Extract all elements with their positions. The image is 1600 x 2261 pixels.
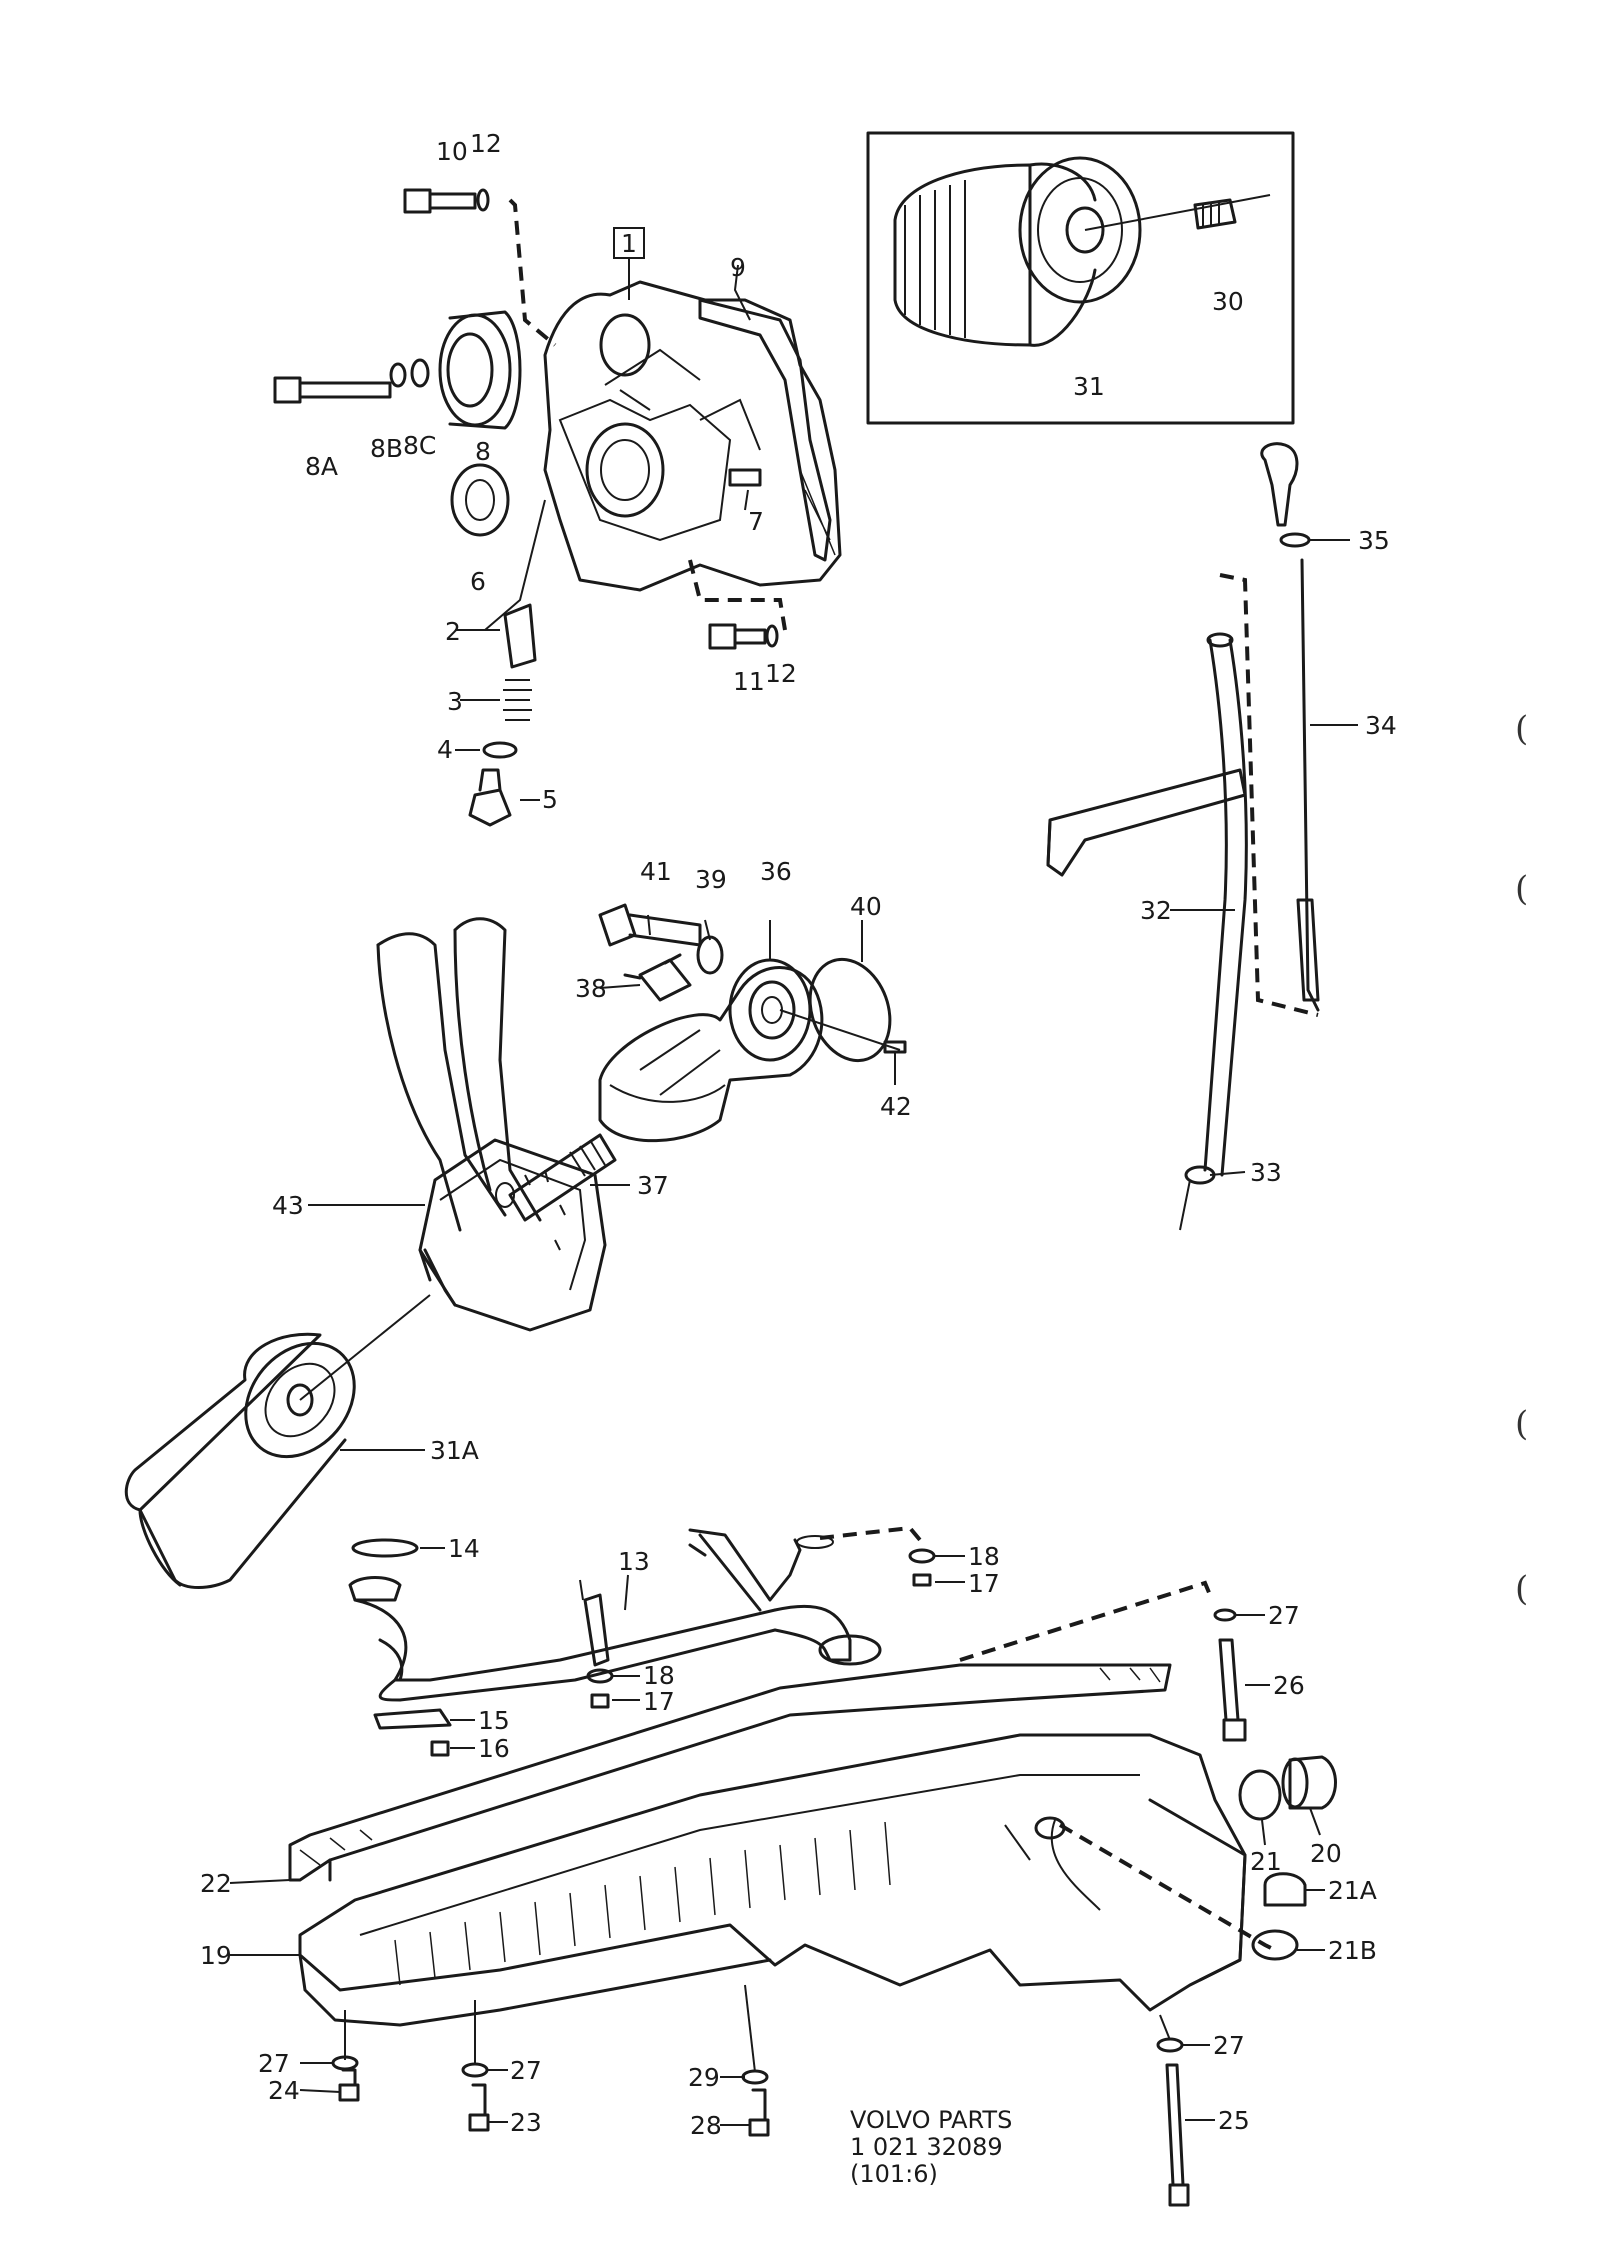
- callout-28: 28: [690, 2111, 722, 2140]
- callout-34: 34: [1365, 711, 1397, 740]
- callout-8c: 8C: [403, 431, 436, 460]
- footer-part-number: 1 021 32089: [850, 2133, 1003, 2161]
- callout-31: 31: [1073, 372, 1105, 401]
- callout-43: 43: [272, 1191, 304, 1220]
- callout-3: 3: [447, 687, 463, 716]
- callout-14: 14: [448, 1534, 480, 1563]
- callout-4: 4: [437, 735, 453, 764]
- oil-cooler-assembly: [124, 903, 907, 1589]
- oil-pump-assembly: [273, 188, 842, 827]
- oil-pickup-assembly: [348, 1525, 965, 1757]
- callout-8: 8: [475, 437, 491, 466]
- callout-27-mid: 27: [510, 2056, 542, 2085]
- callout-41: 41: [640, 857, 672, 886]
- callout-21: 21: [1250, 1847, 1282, 1876]
- callout-27-right: 27: [1213, 2031, 1245, 2060]
- callout-24: 24: [268, 2076, 300, 2105]
- oil-filter-inset: [866, 131, 1295, 425]
- callout-16: 16: [478, 1734, 510, 1763]
- callout-8a: 8A: [305, 452, 338, 481]
- oil-sump-assembly: [229, 1580, 1337, 2207]
- callout-18: 18: [968, 1542, 1000, 1571]
- callout-40: 40: [850, 892, 882, 921]
- callout-37: 37: [637, 1171, 669, 1200]
- callout-42: 42: [880, 1092, 912, 1121]
- callout-2: 2: [445, 617, 461, 646]
- callout-33: 33: [1250, 1158, 1282, 1187]
- callout-18-lower: 18: [643, 1661, 675, 1690]
- footer-reference: VOLVO PARTS 1 021 32089 (101:6): [850, 2106, 1012, 2188]
- callout-9: 9: [730, 253, 746, 282]
- callout-22: 22: [200, 1869, 232, 1898]
- callout-19: 19: [200, 1941, 232, 1970]
- callout-23: 23: [510, 2108, 542, 2137]
- callout-26: 26: [1273, 1671, 1305, 1700]
- callout-17-lower: 17: [643, 1687, 675, 1716]
- callout-21a: 21A: [1328, 1876, 1377, 1905]
- margin-marks: ( ( ( (: [1515, 709, 1528, 1609]
- callout-39: 39: [695, 865, 727, 894]
- callout-labels: 10 12 1 9 8A 8B 8C 8 6 7 2 3 4 5 11 12 3…: [200, 129, 1397, 2140]
- margin-mark: (: [1515, 709, 1528, 749]
- callout-12-lower: 12: [765, 659, 797, 688]
- callout-20: 20: [1310, 1839, 1342, 1868]
- callout-21b: 21B: [1328, 1936, 1377, 1965]
- callout-29: 29: [688, 2063, 720, 2092]
- callout-7: 7: [748, 507, 764, 536]
- callout-35: 35: [1358, 526, 1390, 555]
- callout-30: 30: [1212, 287, 1244, 316]
- callout-27: 27: [1268, 1601, 1300, 1630]
- footer-brand: VOLVO PARTS: [850, 2106, 1012, 2134]
- callout-12: 12: [470, 129, 502, 158]
- callout-5: 5: [542, 785, 558, 814]
- callout-25: 25: [1218, 2106, 1250, 2135]
- callout-6: 6: [470, 567, 486, 596]
- margin-mark: (: [1515, 1569, 1528, 1609]
- dipstick-assembly: [1046, 442, 1358, 1231]
- footer-page-ref: (101:6): [850, 2160, 938, 2188]
- callout-13: 13: [618, 1547, 650, 1576]
- callout-38: 38: [575, 974, 607, 1003]
- callout-1: 1: [621, 229, 637, 258]
- callout-36: 36: [760, 857, 792, 886]
- callout-31a: 31A: [430, 1436, 479, 1465]
- callout-27-left: 27: [258, 2049, 290, 2078]
- margin-mark: (: [1515, 869, 1528, 909]
- callout-15: 15: [478, 1706, 510, 1735]
- callout-11: 11: [733, 667, 765, 696]
- callout-8b: 8B: [370, 434, 403, 463]
- callout-17: 17: [968, 1569, 1000, 1598]
- callout-32: 32: [1140, 896, 1172, 925]
- margin-mark: (: [1515, 1404, 1528, 1444]
- callout-10: 10: [436, 137, 468, 166]
